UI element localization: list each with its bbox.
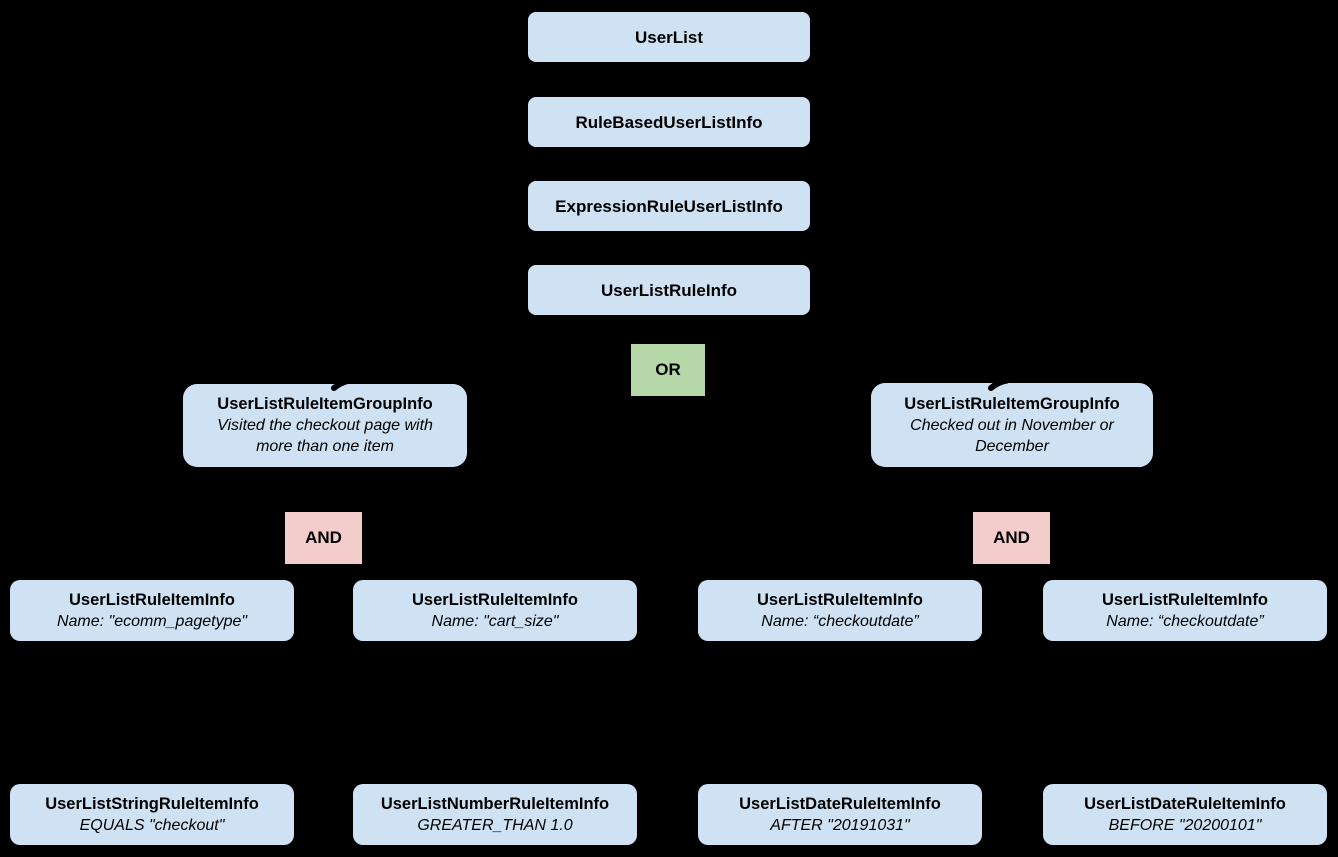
rule-item-subtitle: Name: "ecomm_pagetype" bbox=[56, 612, 248, 630]
rule-item-subtitle: Name: “checkoutdate” bbox=[1106, 612, 1264, 630]
rule-item-subtitle: Name: “checkoutdate” bbox=[761, 612, 919, 630]
group-description: Visited the checkout page with more than… bbox=[217, 417, 433, 455]
group-title: UserListRuleItemGroupInfo bbox=[904, 394, 1120, 413]
operand-subtitle: GREATER_THAN 1.0 bbox=[417, 816, 573, 834]
node-operand-2: UserListNumberRuleItemInfo GREATER_THAN … bbox=[353, 784, 637, 845]
rule-item-title: UserListRuleItemInfo bbox=[1102, 590, 1268, 609]
node-rule-item-3: UserListRuleItemInfo Name: “checkoutdate… bbox=[698, 580, 982, 641]
node-user-list-rule-info: UserListRuleInfo bbox=[528, 265, 810, 315]
operand-subtitle: EQUALS "checkout" bbox=[79, 816, 225, 834]
node-label: RuleBasedUserListInfo bbox=[575, 112, 763, 132]
node-operand-1: UserListStringRuleItemInfo EQUALS "check… bbox=[10, 784, 294, 845]
and-operator-badge-right: AND bbox=[973, 512, 1050, 564]
node-label: UserListRuleInfo bbox=[600, 280, 738, 300]
node-rule-item-2: UserListRuleItemInfo Name: "cart_size" bbox=[353, 580, 637, 641]
operand-title: UserListNumberRuleItemInfo bbox=[380, 794, 610, 813]
node-rule-item-group-left: UserListRuleItemGroupInfo Visited the ch… bbox=[183, 384, 467, 467]
node-operand-3: UserListDateRuleItemInfo AFTER "20191031… bbox=[698, 784, 982, 845]
and-label: AND bbox=[993, 528, 1030, 547]
rule-item-title: UserListRuleItemInfo bbox=[412, 590, 578, 609]
node-rule-item-1: UserListRuleItemInfo Name: "ecomm_pagety… bbox=[10, 580, 294, 641]
node-rule-item-4: UserListRuleItemInfo Name: “checkoutdate… bbox=[1043, 580, 1327, 641]
operand-subtitle: AFTER "20191031" bbox=[770, 816, 910, 834]
node-rule-item-group-right: UserListRuleItemGroupInfo Checked out in… bbox=[871, 383, 1153, 467]
group-description: Checked out in November or December bbox=[910, 416, 1114, 455]
rule-item-title: UserListRuleItemInfo bbox=[757, 590, 923, 609]
and-label: AND bbox=[305, 528, 342, 547]
operand-title: UserListStringRuleItemInfo bbox=[45, 794, 259, 813]
node-operand-4: UserListDateRuleItemInfo BEFORE "2020010… bbox=[1043, 784, 1327, 845]
node-label: UserList bbox=[634, 27, 704, 47]
operand-title: UserListDateRuleItemInfo bbox=[739, 794, 941, 813]
node-label: ExpressionRuleUserListInfo bbox=[555, 196, 783, 216]
or-label: OR bbox=[655, 360, 681, 379]
and-operator-badge-left: AND bbox=[285, 512, 362, 564]
or-operator-badge: OR bbox=[631, 344, 705, 396]
node-userlist: UserList bbox=[528, 12, 810, 62]
operand-subtitle: BEFORE "20200101" bbox=[1108, 816, 1262, 834]
rule-item-subtitle: Name: "cart_size" bbox=[431, 612, 559, 630]
group-title: UserListRuleItemGroupInfo bbox=[217, 395, 433, 413]
node-expression-rule-user-list-info: ExpressionRuleUserListInfo bbox=[528, 181, 810, 231]
node-rule-based-user-list-info: RuleBasedUserListInfo bbox=[528, 97, 810, 147]
rule-item-title: UserListRuleItemInfo bbox=[69, 590, 235, 609]
operand-title: UserListDateRuleItemInfo bbox=[1084, 794, 1286, 813]
